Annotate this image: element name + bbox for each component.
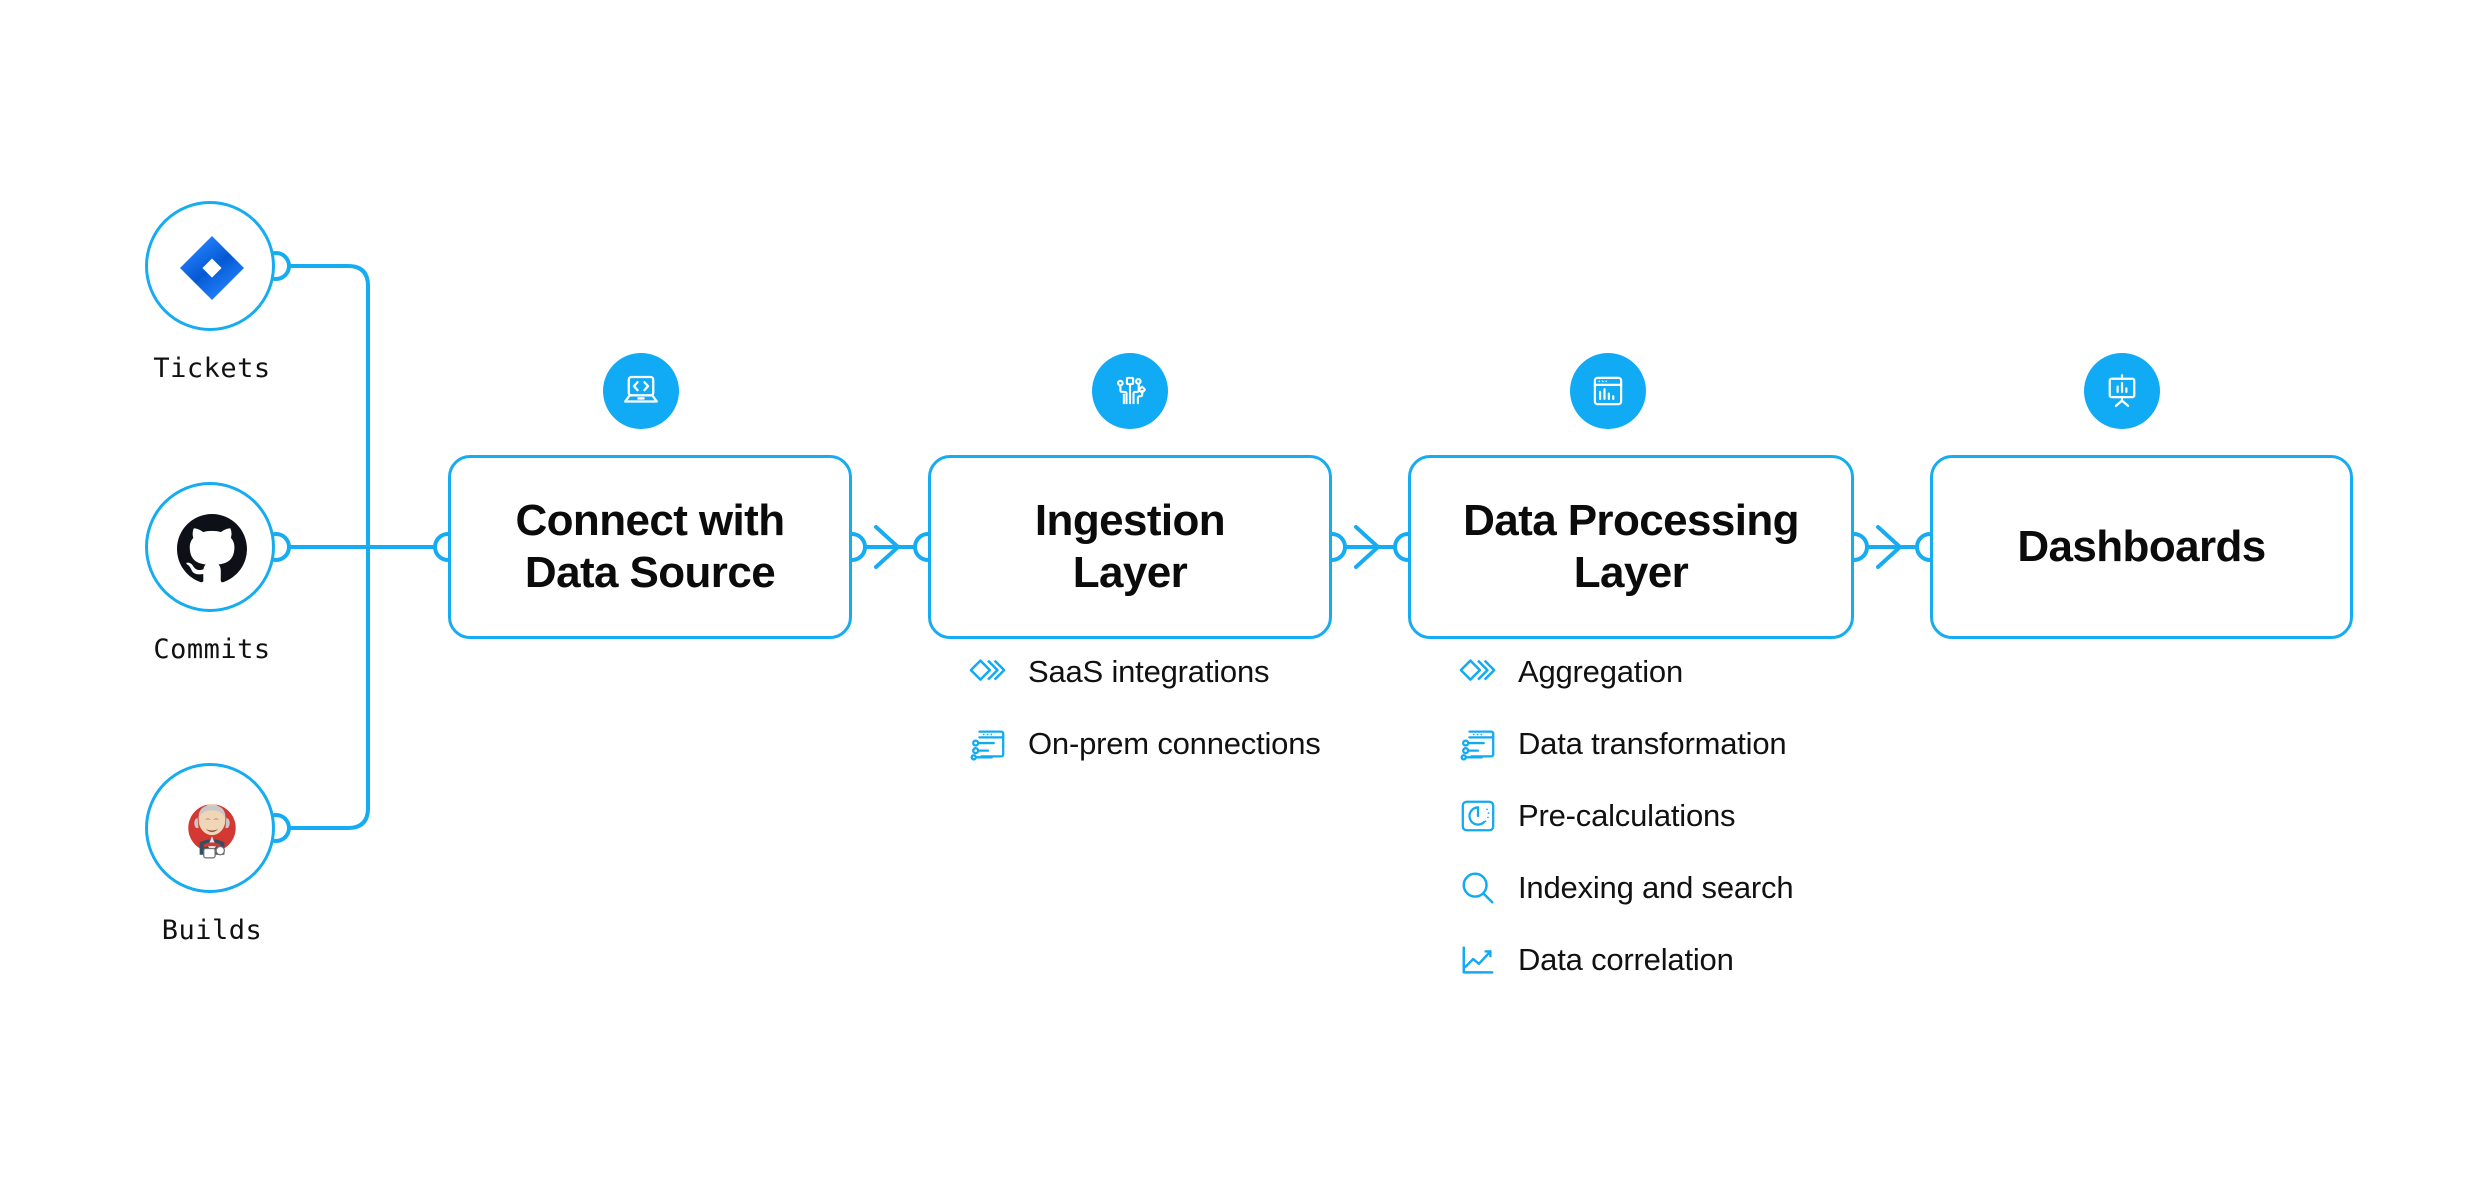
stage-title-line1: Connect with — [515, 496, 785, 546]
wire-builds — [288, 546, 370, 830]
stacked-diamonds-icon — [968, 652, 1008, 692]
laptop-code-icon — [603, 353, 679, 429]
source-ring — [145, 482, 275, 612]
stage-title: Ingestion Layer — [1025, 495, 1235, 599]
source-label-builds: Builds — [161, 915, 263, 946]
source-label-commits: Commits — [153, 634, 271, 665]
feature-list-data-processing-layer: Aggregation Data transformation — [1458, 636, 1794, 996]
stage-title-line2: Data Source — [524, 548, 776, 597]
arrowhead-2 — [1354, 525, 1380, 569]
github-logo — [175, 512, 249, 586]
feature-list-ingestion-layer: SaaS integrations On-prem conne — [968, 636, 1321, 780]
feature-item[interactable]: Data transformation — [1458, 708, 1793, 780]
feature-item[interactable]: On-prem connections — [968, 708, 1321, 780]
source-node-tickets[interactable]: Tickets — [145, 201, 279, 384]
feature-item[interactable]: Aggregation — [1458, 636, 1793, 708]
stage-box-ingestion-layer[interactable]: Ingestion Layer — [928, 455, 1332, 639]
stage-title-line1: Data Processing — [1463, 496, 1799, 546]
jenkins-logo — [175, 793, 249, 867]
feature-label: Aggregation — [1518, 654, 1683, 689]
source-label-tickets: Tickets — [153, 353, 271, 384]
source-node-commits[interactable]: Commits — [145, 482, 279, 665]
stage-box-dashboards[interactable]: Dashboards — [1930, 455, 2353, 639]
feature-item[interactable]: Pre-calculations — [1458, 780, 1793, 852]
wire-tickets — [288, 264, 370, 550]
feature-label: Pre-calculations — [1518, 798, 1736, 833]
stage-title: Dashboards — [2007, 521, 2275, 573]
jira-logo — [175, 231, 249, 305]
line-chart-icon — [1458, 940, 1498, 980]
stage-box-data-processing-layer[interactable]: Data Processing Layer — [1408, 455, 1854, 639]
arrowhead-1 — [874, 525, 900, 569]
feature-item[interactable]: Indexing and search — [1458, 852, 1794, 924]
feature-label: Indexing and search — [1518, 870, 1794, 905]
stacked-diamonds-icon — [1458, 652, 1498, 692]
source-node-builds[interactable]: Builds — [145, 763, 279, 946]
feature-label: Data correlation — [1518, 942, 1734, 977]
browser-barchart-icon — [1570, 353, 1646, 429]
feature-label: On-prem connections — [1028, 726, 1321, 761]
stage-title-line1: Dashboards — [2017, 522, 2266, 572]
feature-item[interactable]: SaaS integrations — [968, 636, 1321, 708]
stage-title: Connect with Data Source — [505, 495, 794, 599]
magnifier-icon — [1458, 868, 1498, 908]
stage-box-connect-with-data-source[interactable]: Connect with Data Source — [448, 455, 852, 639]
stage-title: Data Processing Layer — [1453, 495, 1809, 599]
browser-sliders-icon — [1458, 724, 1498, 764]
stage-title-line2: Layer — [1573, 548, 1689, 597]
presentation-chart-icon — [2084, 353, 2160, 429]
stage-title-line2: Layer — [1072, 548, 1188, 597]
stage-title-line1: Ingestion — [1034, 496, 1226, 546]
feature-label: SaaS integrations — [1028, 654, 1270, 689]
arrowhead-3 — [1876, 525, 1902, 569]
feature-label: Data transformation — [1518, 726, 1787, 761]
gauge-square-icon — [1458, 796, 1498, 836]
feature-item[interactable]: Data correlation — [1458, 924, 1793, 996]
circuit-nodes-icon — [1092, 353, 1168, 429]
browser-sliders-icon — [968, 724, 1008, 764]
